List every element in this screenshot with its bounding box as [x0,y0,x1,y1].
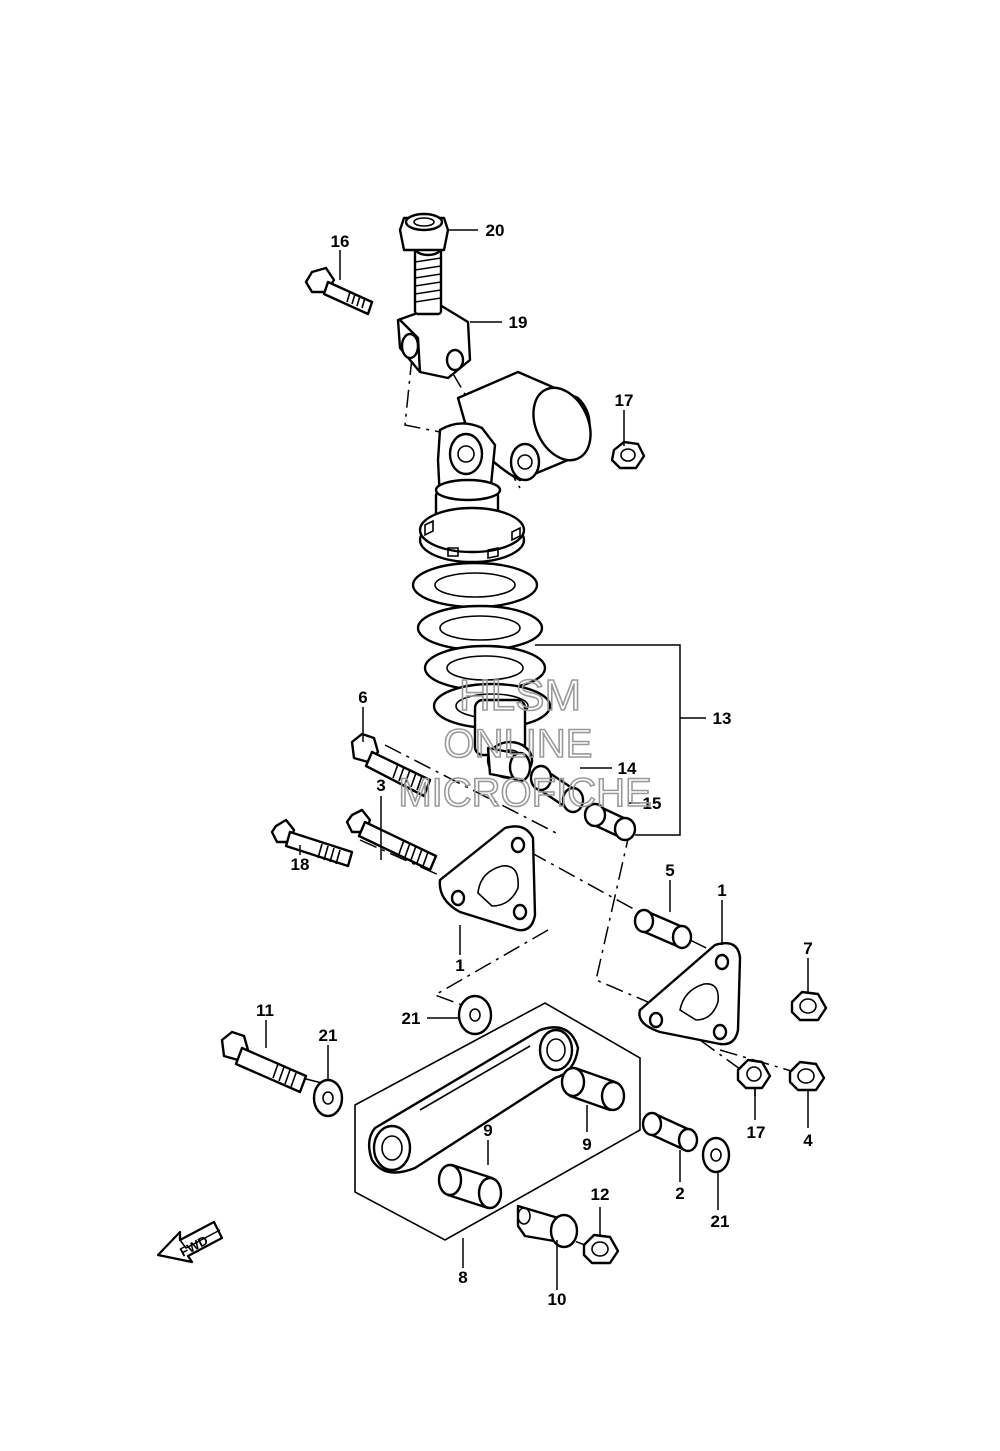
forward-arrow: FWD [156,1220,224,1264]
bolt-6 [350,732,432,798]
fwd-label: FWD [177,1232,210,1259]
callout-9-left: 9 [483,1121,492,1140]
collar-10 [516,1204,579,1249]
callout-5: 5 [665,861,674,880]
watermark-line1: HLSM [459,671,581,720]
collar-bushing [486,746,532,783]
nut-12 [582,1233,620,1265]
bolt-11 [220,1030,308,1094]
callout-20: 20 [486,221,505,240]
watermark-line3: MICROFICHE [398,771,651,815]
collar-14 [529,764,585,814]
collar-2 [641,1111,699,1153]
callout-2: 2 [675,1184,684,1203]
callout-11: 11 [256,1001,274,1020]
watermark-line2: ONLINE [444,722,593,766]
nut-20 [398,212,450,252]
collar-15 [583,802,637,842]
nut-17-lower [736,1058,772,1090]
leader-lines [265,229,809,1290]
callout-19: 19 [509,313,528,332]
washer-21-top [457,994,493,1036]
callout-1-left: 1 [455,956,464,975]
callout-4: 4 [803,1131,813,1150]
callout-13: 13 [713,709,732,728]
callout-21-top: 21 [402,1009,421,1028]
callout-12: 12 [591,1185,610,1204]
cushion-rod [367,1026,580,1174]
bearing-9-right [560,1066,626,1112]
washer-21-right [701,1136,731,1174]
callout-14: 14 [618,759,637,778]
callout-8: 8 [458,1268,467,1287]
callout-labels: 20 16 19 17 13 14 15 6 3 18 1 5 1 7 21 1… [256,221,813,1309]
shock-upper-mount [396,239,472,380]
callout-21-right: 21 [711,1212,730,1231]
bracket-1-right [638,941,742,1046]
nut-17-top [610,440,646,470]
callout-21-left: 21 [319,1026,338,1045]
callout-16: 16 [331,232,350,251]
nut-7 [790,990,828,1022]
preload-collar [418,506,526,564]
rear-shock-absorber [411,370,592,780]
callout-17-lower: 17 [747,1123,766,1142]
bracket-1-left [438,825,537,932]
callout-10: 10 [548,1290,567,1309]
collar-5 [633,908,693,950]
callout-17-top: 17 [615,391,634,410]
callout-6: 6 [358,688,367,707]
callout-3: 3 [376,776,385,795]
kit-8-outline [354,1002,641,1241]
watermark: HLSM ONLINE MICROFICHE [398,670,653,816]
callout-18: 18 [291,855,310,874]
washer-21-left [312,1078,344,1118]
bolt-3 [345,808,438,872]
callout-7: 7 [803,939,812,958]
callout-15: 15 [643,794,662,813]
nut-4 [788,1060,826,1092]
bearing-9-left [437,1163,503,1210]
bolt-18 [270,818,354,868]
callout-1-right: 1 [717,881,726,900]
bolt-16 [304,266,374,316]
callout-9-right: 9 [582,1135,591,1154]
shock-reservoir [456,370,592,482]
